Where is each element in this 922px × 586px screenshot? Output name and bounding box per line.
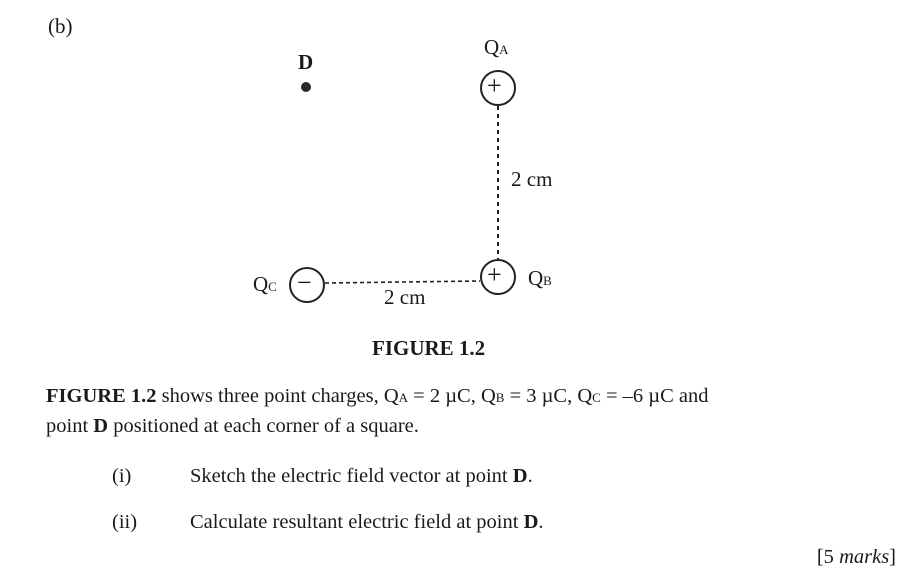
charge-c-circle — [289, 267, 325, 303]
question-i-text: Sketch the electric field vector at poin… — [190, 465, 533, 487]
charge-a-label: QA — [484, 35, 509, 59]
marks-label: [5 marks] — [816, 546, 896, 568]
question-paragraph: FIGURE 1.2 shows three point charges, QA… — [46, 385, 709, 437]
dashed-line-horizontal — [324, 280, 481, 284]
part-label: (b) — [48, 14, 73, 38]
point-d-label: D — [298, 50, 314, 74]
point-d-dot — [301, 82, 311, 92]
charge-b-circle — [480, 259, 516, 295]
charge-a-circle — [480, 70, 516, 106]
charge-b-label: QB — [528, 266, 552, 290]
charge-diagram — [289, 70, 516, 303]
minus-sign-icon: − — [297, 268, 312, 297]
charge-c-label: QC — [253, 272, 277, 296]
question-ii-number: (ii) — [112, 511, 138, 533]
distance-label-vertical: 2 cm — [511, 167, 553, 191]
question-ii-text: Calculate resultant electric field at po… — [190, 511, 544, 533]
plus-sign-icon: + — [487, 260, 502, 289]
plus-sign-icon: + — [487, 71, 502, 100]
figure-caption: FIGURE 1.2 — [372, 336, 486, 360]
question-i-number: (i) — [112, 465, 132, 487]
distance-label-horizontal: 2 cm — [384, 285, 426, 309]
